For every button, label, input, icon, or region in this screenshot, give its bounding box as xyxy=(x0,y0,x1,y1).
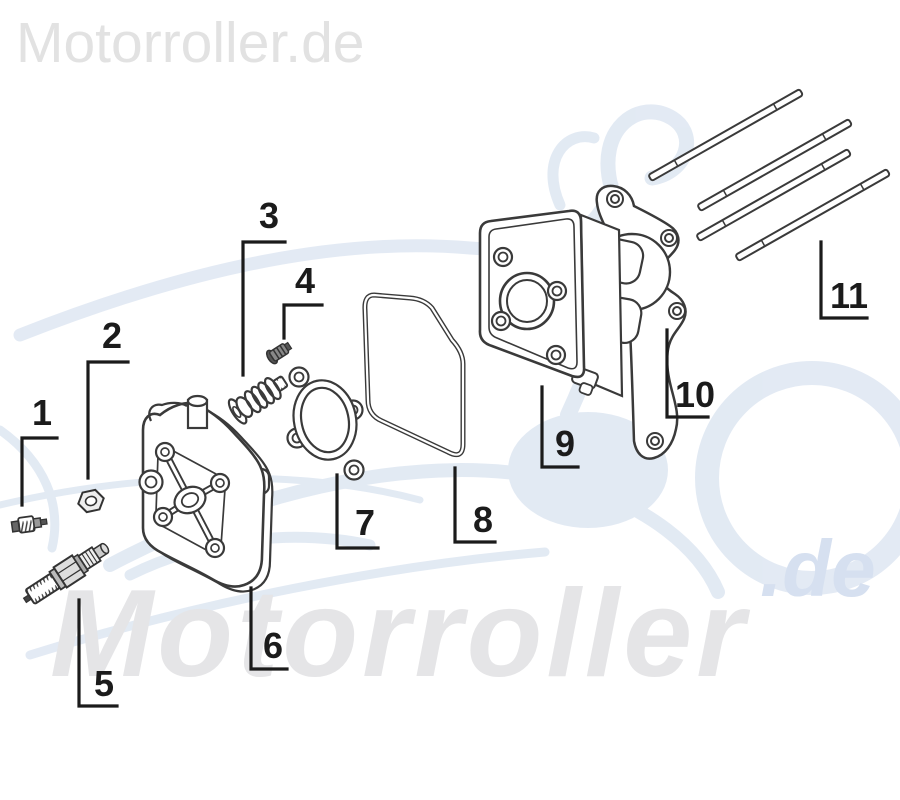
part-valve-cover xyxy=(138,394,274,593)
part-stud-bolts xyxy=(648,88,891,262)
part-cover-o-ring xyxy=(362,292,466,458)
bottom-watermark-text: Motorroller xyxy=(50,565,749,703)
part-label-5: 5 xyxy=(93,663,115,704)
leader-6 xyxy=(249,586,289,671)
bottom-watermark-de: .de xyxy=(760,524,876,613)
stripe-1 xyxy=(25,547,550,660)
part-label-10: 10 xyxy=(674,374,716,415)
part-label-2: 2 xyxy=(101,315,123,356)
part-label-6: 6 xyxy=(262,625,284,666)
leader-5 xyxy=(77,598,119,708)
part-valve-cover-gasket xyxy=(286,366,365,481)
part-cylinder-head xyxy=(478,209,645,398)
part-nut xyxy=(77,488,105,514)
part-label-7: 7 xyxy=(354,502,376,543)
small-curl xyxy=(547,131,600,211)
part-small-screw xyxy=(265,341,293,365)
part-label-9: 9 xyxy=(554,423,576,464)
part-label-4: 4 xyxy=(294,260,316,301)
leader-3 xyxy=(241,240,287,377)
leader-1 xyxy=(20,436,59,507)
part-breather-fitting xyxy=(10,515,48,534)
leader-4 xyxy=(282,303,324,340)
part-label-1: 1 xyxy=(31,392,53,433)
arc-bottom-left xyxy=(0,425,60,553)
part-label-8: 8 xyxy=(472,499,494,540)
wheel-circle xyxy=(695,361,900,595)
leader-11 xyxy=(819,240,869,320)
leader-lines xyxy=(20,240,869,708)
leader-9 xyxy=(540,385,580,469)
part-label-11: 11 xyxy=(829,275,869,316)
leader-8 xyxy=(453,466,497,544)
leader-10 xyxy=(665,328,710,419)
part-spark-plug xyxy=(22,542,110,605)
leader-7 xyxy=(335,473,380,550)
part-label-3: 3 xyxy=(258,195,280,236)
leader-2 xyxy=(86,360,130,480)
part-screw-with-spring xyxy=(227,375,289,425)
top-watermark-text: Motorroller.de xyxy=(16,11,365,75)
